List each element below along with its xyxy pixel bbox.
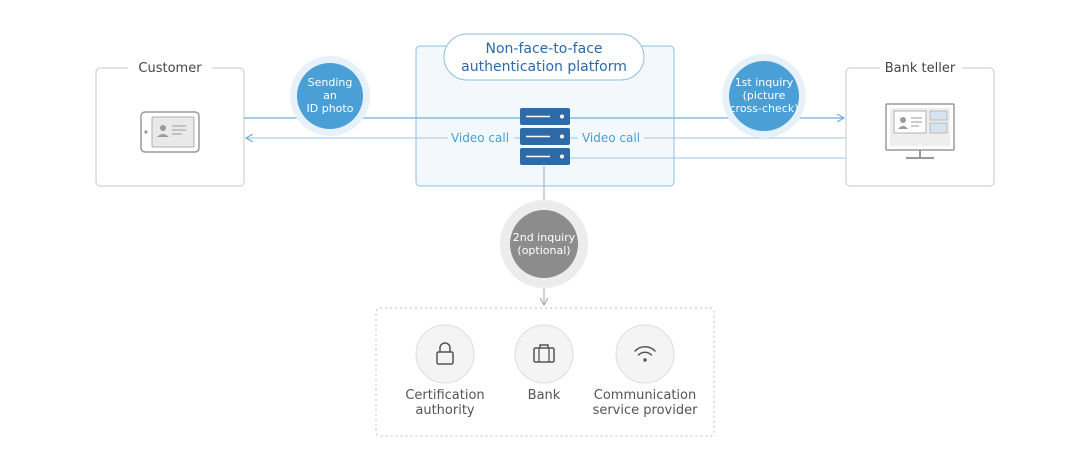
tablet-icon [140,111,200,153]
provider-communication: Communication service provider [593,324,699,418]
teller-box: Bank teller [845,60,995,187]
first-step-line1: 1st inquiry [735,76,794,89]
platform-title-line1: Non-face-to-face [485,41,602,57]
teller-label: Bank teller [885,61,956,76]
provider-label-line2: service provider [593,403,699,418]
lock-icon [436,342,454,365]
customer-label: Customer [138,61,202,76]
send-step-line3: ID photo [307,102,354,115]
first-step-line3: cross-check) [730,102,799,115]
monitor-icon [885,103,955,159]
video-call-right-label: Video call [582,131,640,145]
provider-label-line1: Bank [528,388,561,403]
wifi-icon [634,346,656,362]
provider-label-line2: authority [415,403,475,418]
first-step-line2: (picture [743,89,786,102]
video-call-labels: Video call Video call [448,130,644,146]
platform-title-line2: authentication platform [461,59,627,75]
second-step-line1: 2nd inquiry [513,231,576,244]
video-call-left-label: Video call [451,131,509,145]
server-icon [520,108,570,165]
send-step-line1: Sending [308,76,353,89]
briefcase-icon [533,344,555,363]
provider-label-line1: Communication [594,388,696,403]
send-step-line2: an [323,89,337,102]
provider-certification-authority: Certification authority [405,324,485,418]
first-inquiry-step: 1st inquiry (picture cross-check) [722,54,806,138]
second-step-line2: (optional) [517,244,570,257]
customer-box: Customer [95,60,245,187]
second-inquiry-step: 2nd inquiry (optional) [500,200,588,288]
provider-label-line1: Certification [405,388,484,403]
providers-box: Certification authority Bank Communicati… [375,307,715,437]
send-id-photo-step: Sending an ID photo [290,56,370,136]
provider-bank: Bank [514,324,574,403]
